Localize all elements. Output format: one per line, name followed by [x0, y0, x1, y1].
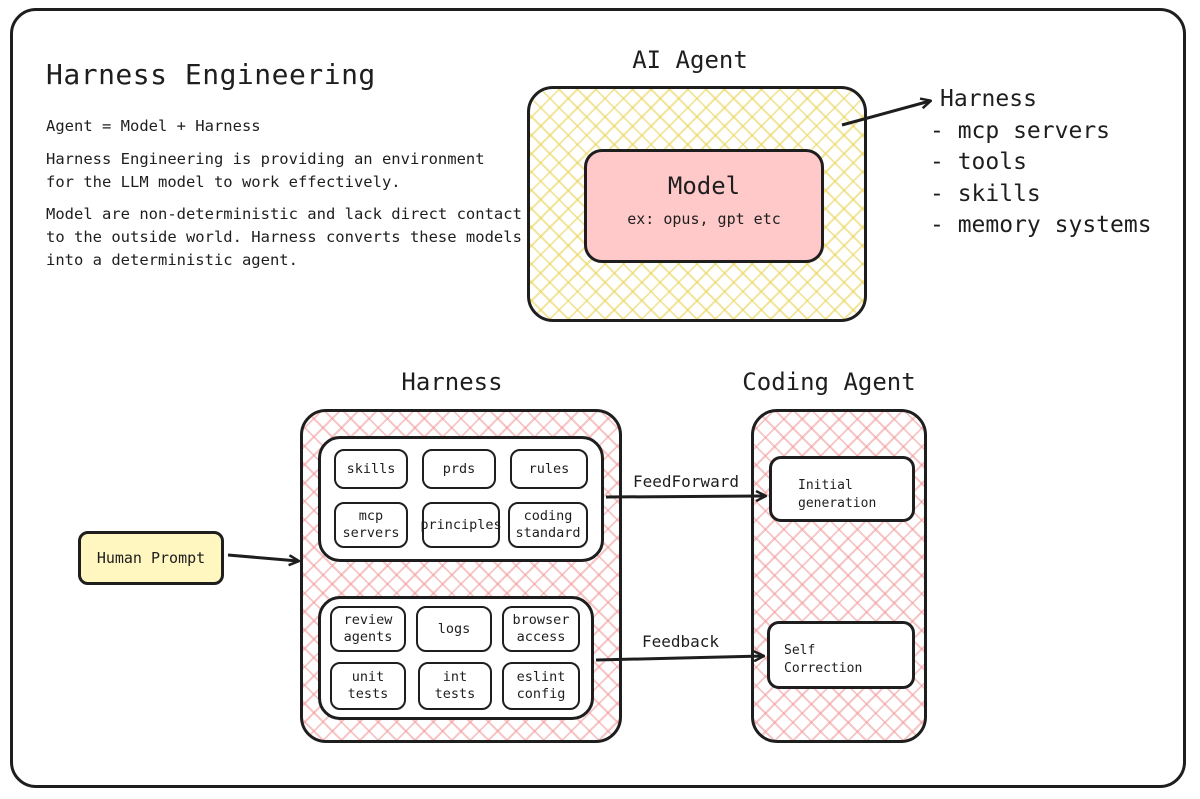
harness-chip-principles: principles	[420, 502, 502, 548]
harness-chip-unit-tests: unit tests	[330, 662, 406, 710]
feedback-label: Feedback	[642, 632, 720, 651]
harness-chip-coding-standard: coding standard	[508, 502, 588, 548]
harness-chip-prds: prds	[422, 449, 496, 489]
harness-list-item: - skills	[930, 180, 1041, 207]
harness-chip-mcp-servers: mcp servers	[334, 502, 408, 548]
human-prompt-box: Human Prompt	[78, 531, 224, 585]
feedback-arrow	[595, 656, 763, 660]
intro-paragraph-2: Model are non-deterministic and lack dir…	[46, 205, 522, 269]
page-title: Harness Engineering	[46, 58, 376, 91]
harness-chip-browser-access: browser access	[502, 606, 580, 652]
harness-chip-logs: logs	[416, 606, 492, 652]
intro-paragraph-1: Harness Engineering is providing an envi…	[46, 150, 485, 191]
harness-heading: Harness	[401, 368, 503, 396]
agent-equation: Agent = Model + Harness	[46, 117, 261, 135]
coding-agent-heading: Coding Agent	[742, 368, 916, 396]
model-examples: ex: opus, gpt etc	[627, 210, 781, 228]
harness-chip-review-agents: review agents	[330, 606, 406, 652]
self-correction-box: Self Correction	[767, 621, 915, 689]
harness-list-title: Harness	[940, 86, 1037, 112]
ai-agent-heading: AI Agent	[632, 46, 748, 74]
feedforward-label: FeedForward	[633, 472, 739, 491]
model-name: Model	[667, 172, 741, 200]
harness-list-item: - tools	[930, 149, 1027, 175]
human-to-harness-arrow	[227, 553, 298, 561]
feedforward-arrow	[605, 496, 765, 497]
harness-chip-rules: rules	[510, 449, 588, 489]
harness-list-item: - mcp servers	[930, 117, 1111, 144]
harness-chip-skills: skills	[334, 449, 408, 489]
harness-components-list: Harness - mcp servers - tools - skills -…	[930, 84, 1152, 242]
ai-agent-to-harness-arrow	[841, 101, 930, 127]
harness-list-item: - memory systems	[930, 212, 1152, 238]
harness-chip-eslint-config: eslint config	[502, 662, 580, 710]
initial-generation-box: Initial generation	[769, 456, 915, 522]
harness-chip-int-tests: int tests	[418, 662, 492, 710]
model-box: Model ex: opus, gpt etc	[584, 149, 824, 263]
